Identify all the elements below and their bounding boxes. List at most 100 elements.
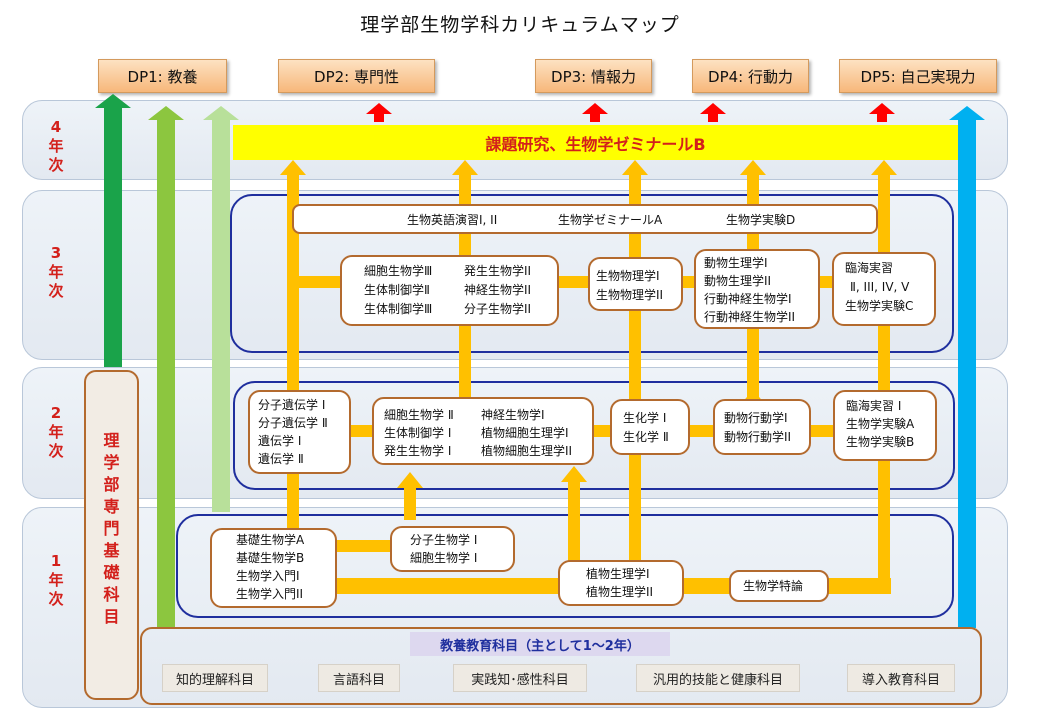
y1-course: 基礎生物学A [236,533,305,547]
y2-course: 生物学実験A [846,417,915,431]
y3-course: 分子生物学II [464,302,532,316]
gen-ed-item: 知的理解科目 [162,664,268,692]
y2-course: 動物行動学II [724,430,792,444]
y2-genetics-box: 分子遺伝学 I 分子遺伝学 Ⅱ 遺伝学 I 遺伝学 Ⅱ [248,390,351,474]
y2-cell-biology-box: 細胞生物学 Ⅱ 神経生物学I 生体制御学 I 植物細胞生理学I 発生生物学 I … [372,397,594,465]
year3-group-outline [230,194,954,353]
y1-course: 植物生理学II [586,585,654,599]
y2-course: 遺伝学 Ⅱ [258,452,304,466]
y1-molecular-biology-box: 分子生物学 I 細胞生物学 I [390,526,515,572]
y1-basic-biology-box: 基礎生物学A 基礎生物学B 生物学入門I 生物学入門II [210,528,337,608]
y2-marine-practicum-box: 臨海実習 I 生物学実験A 生物学実験B [833,390,937,461]
y3-marine-practicum-box: 臨海実習 Ⅱ, III, IV, V 生物学実験C [832,252,936,326]
dp4-box: DP4: 行動力 [692,59,809,93]
y1-course: 細胞生物学 I [410,551,478,565]
path-horizontal-y1-top [336,540,396,552]
general-education-box [140,627,982,705]
year2-label: 2 年 次 [48,404,64,460]
red-arrow-dp4 [700,103,726,122]
y3-course: 動物生理学I [704,256,768,270]
dp3-box: DP3: 情報力 [535,59,652,93]
red-arrow-dp5 [869,103,895,122]
path-vertical-plant [568,480,580,570]
gen-ed-item: 実践知･感性科目 [453,664,587,692]
y3-course: 臨海実習 [845,261,894,275]
y2-course: 生物学実験B [846,435,915,449]
arrowhead-molecular [397,472,423,488]
y3-seminar-row: 生物英語演習I, II 生物学ゼミナールA 生物学実験D [292,204,878,234]
y2-course: 植物細胞生理学II [481,444,573,458]
light-green-arrow [203,106,239,512]
year1-label: 1 年 次 [48,552,64,608]
y1-course: 基礎生物学B [236,551,305,565]
path-vertical-molecular [404,486,416,520]
general-education-title: 教養教育科目（主として1～2年） [410,632,670,656]
y1-course: 生物学特論 [743,579,804,593]
gen-ed-item: 汎用的技能と健康科目 [636,664,800,692]
y2-course: 植物細胞生理学I [481,426,569,440]
foundation-courses-label: 理 学 部 専 門 基 礎 科 目 [103,431,120,626]
y3-cell-biology-box: 細胞生物学Ⅲ 発生生物学II 生体制御学Ⅱ 神経生物学II 生体制御学Ⅲ 分子生… [340,255,559,326]
y1-special-lecture-box: 生物学特論 [729,570,829,602]
gen-ed-item: 言語科目 [318,664,400,692]
y2-animal-behavior-box: 動物行動学I 動物行動学II [713,399,811,455]
arrowhead-plant [561,466,587,482]
y3-course: 生物物理学II [596,288,664,302]
y2-course: 細胞生物学 Ⅱ [384,408,454,422]
y1-plant-physiology-box: 植物生理学I 植物生理学II [558,560,684,606]
y3-course: 細胞生物学Ⅲ [364,264,433,278]
year3-label: 3 年 次 [48,244,64,300]
arrowhead-col1 [280,160,306,175]
dp1-box: DP1: 教養 [98,59,227,93]
arrowhead-col3 [622,160,648,175]
dark-green-arrow [95,94,131,367]
y3-course: 行動神経生物学II [704,310,796,324]
year4-research-banner: 課題研究、生物学ゼミナールB [233,125,958,160]
y2-course: 臨海実習 I [846,399,902,413]
y3-course: 生体制御学Ⅱ [364,283,430,297]
page-title: 理学部生物学科カリキュラムマップ [360,14,680,36]
cyan-arrow [949,106,985,628]
y2-course: 遺伝学 I [258,434,302,448]
mid-green-arrow [148,106,184,628]
y2-course: 生体制御学 I [384,426,452,440]
y3-course: 発生生物学II [464,264,532,278]
dp2-box: DP2: 専門性 [278,59,435,93]
y1-course: 分子生物学 I [410,533,478,547]
y2-course: 分子遺伝学 Ⅱ [258,416,328,430]
y3-course: 動物生理学II [704,274,772,288]
y2-course: 生化学 I [623,411,667,425]
y3-english-seminar: 生物英語演習I, II [407,213,498,227]
y3-course: 生物学実験C [845,299,914,313]
y3-course: 生体制御学Ⅲ [364,302,433,316]
y3-animal-physiology-box: 動物生理学I 動物生理学II 行動神経生物学I 行動神経生物学II [694,249,820,329]
y2-course: 発生生物学 I [384,444,452,458]
path-vertical-col4-mid [747,322,759,402]
y2-course: 生化学 Ⅱ [623,430,669,444]
year4-label: 4 年 次 [48,118,64,174]
y2-biochemistry-box: 生化学 I 生化学 Ⅱ [610,399,690,455]
foundation-courses-box: 理 学 部 専 門 基 礎 科 目 [84,370,139,700]
y2-course: 分子遺伝学 I [258,398,326,412]
y2-course: 動物行動学I [724,411,788,425]
y2-course: 神経生物学I [481,408,545,422]
y3-course: 神経生物学II [464,283,532,297]
y1-course: 生物学入門II [236,587,304,601]
gen-ed-item: 導入教育科目 [847,664,955,692]
y3-course: 行動神経生物学I [704,292,792,306]
y1-course: 生物学入門I [236,569,300,583]
y3-course: Ⅱ, III, IV, V [850,280,910,294]
y3-lab-d: 生物学実験D [726,213,796,227]
dp5-box: DP5: 自己実現力 [839,59,997,93]
arrowhead-col2 [452,160,478,175]
y3-seminar-a: 生物学ゼミナールA [558,213,663,227]
red-arrow-dp3 [582,103,608,122]
path-vertical-col2-mid [459,322,471,402]
arrowhead-col4 [740,160,766,175]
y1-course: 植物生理学I [586,567,650,581]
y3-course: 生物物理学I [596,269,660,283]
red-arrow-dp2 [366,103,392,122]
y3-biophysics-box: 生物物理学I 生物物理学II [588,257,683,311]
year1-group-outline [176,514,954,618]
